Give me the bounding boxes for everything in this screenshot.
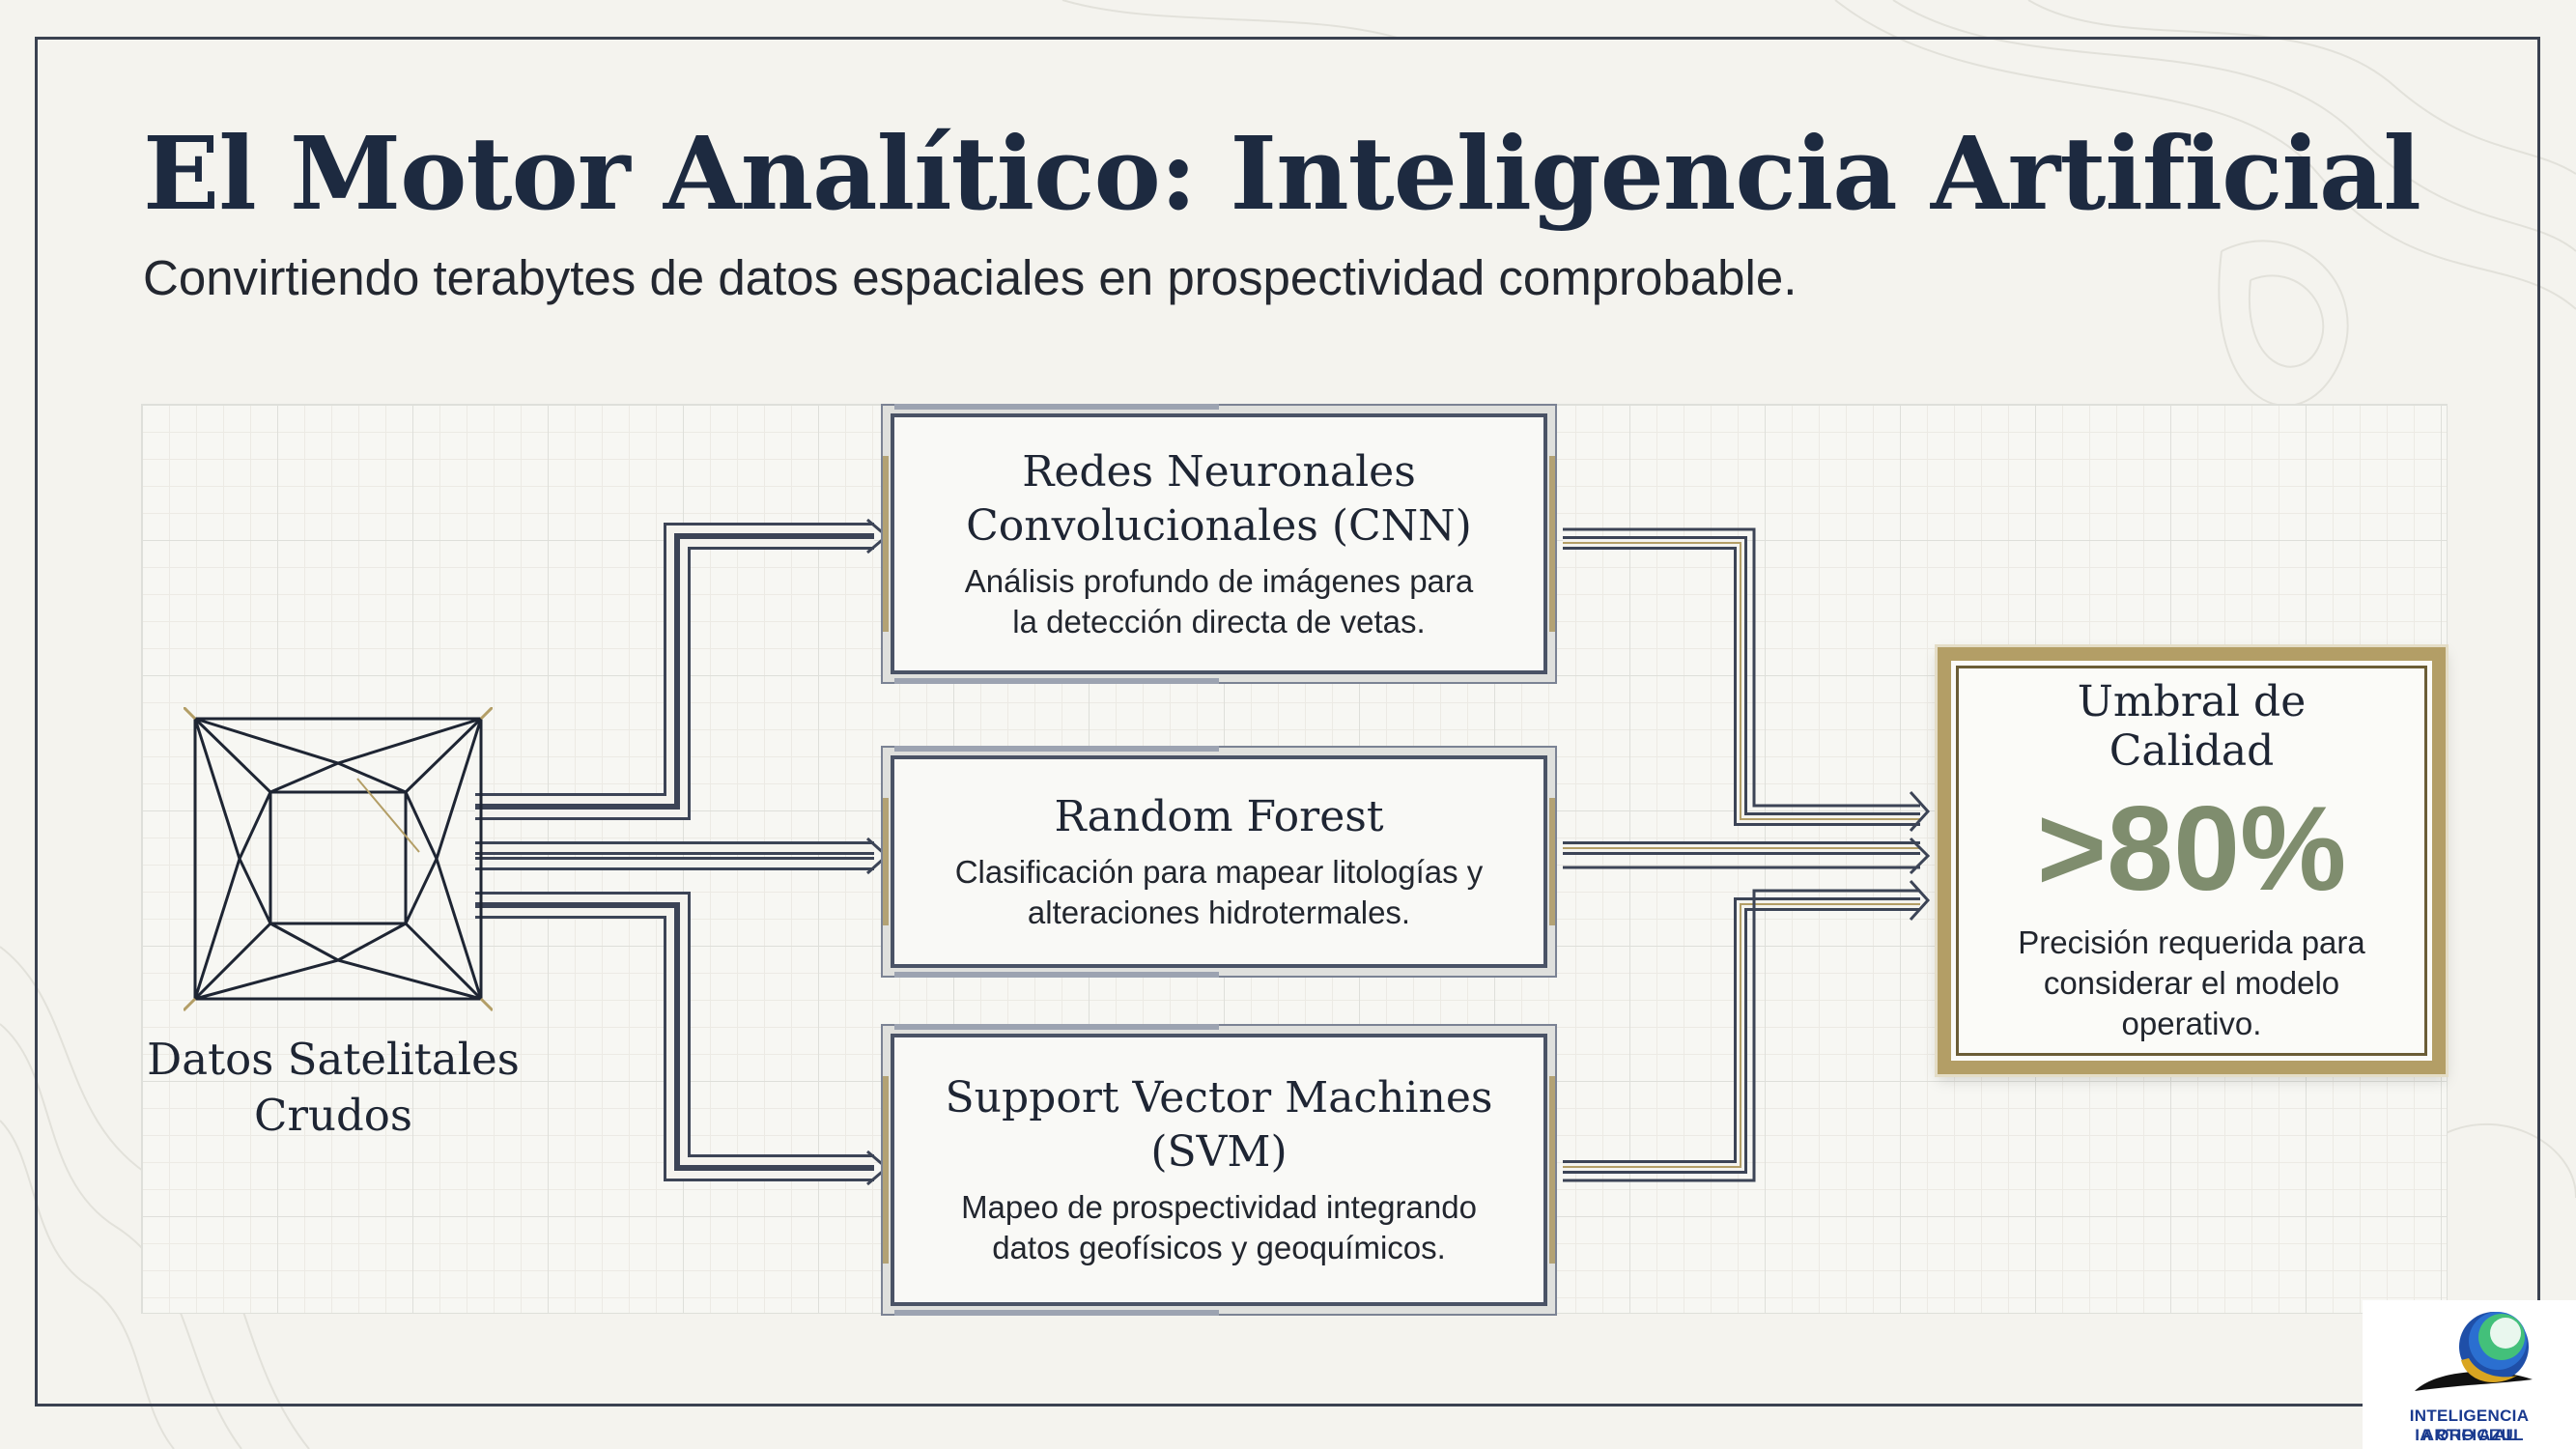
model-box-svm: Support Vector Machines (SVM) Mapeo de p…: [881, 1024, 1557, 1316]
model-desc-line2: la detección directa de vetas.: [1012, 604, 1426, 639]
model-title-line1: Redes Neuronales: [1022, 447, 1416, 497]
brand-logo: INTELIGENCIA ARTIFICIAL IA ORO AZUL: [2363, 1300, 2576, 1449]
model-description: Análisis profundo de imágenes para la de…: [965, 561, 1474, 642]
model-title-line1: Support Vector Machines: [945, 1073, 1493, 1122]
quality-threshold-box: Umbral de Calidad >80% Precisión requeri…: [1938, 647, 2446, 1074]
page-title: El Motor Analítico: Inteligencia Artific…: [143, 114, 2421, 233]
wire-source-to-rf: [475, 837, 890, 875]
quality-description: Precisión requerida para considerar el m…: [2018, 923, 2365, 1044]
wire-svm-to-quality: [1563, 879, 1931, 1182]
model-title-line2: (SVM): [1150, 1127, 1288, 1177]
logo-text-line1: INTELIGENCIA ARTIFICIAL: [2409, 1406, 2530, 1444]
model-box-random-forest: Random Forest Clasificación para mapear …: [881, 746, 1557, 978]
source-label: Datos Satelitales Crudos: [140, 1032, 526, 1144]
model-desc-line1: Mapeo de prospectividad integrando: [961, 1189, 1477, 1225]
model-box-cnn: Redes Neuronales Convolucionales (CNN) A…: [881, 404, 1557, 684]
wire-source-to-cnn: [475, 518, 890, 820]
wire-source-to-svm: [475, 892, 890, 1186]
wire-rf-to-quality: [1563, 837, 1931, 875]
quality-title: Umbral de Calidad: [2077, 677, 2307, 776]
model-desc-line1: Análisis profundo de imágenes para: [964, 563, 1474, 599]
source-label-line2: Crudos: [254, 1090, 412, 1141]
model-title-line2: Convolucionales (CNN): [966, 501, 1472, 551]
logo-text-line2: IA ORO AZUL: [2415, 1426, 2524, 1444]
model-title: Support Vector Machines (SVM): [946, 1071, 1493, 1179]
quality-desc-line2: considerar el modelo: [2043, 965, 2340, 1001]
quality-desc-line3: operativo.: [2121, 1006, 2262, 1041]
model-title-line1: Random Forest: [1054, 792, 1384, 841]
box-accent: [894, 1024, 1219, 1030]
box-accent: [894, 1310, 1219, 1316]
model-title: Redes Neuronales Convolucionales (CNN): [966, 445, 1472, 554]
box-accent: [894, 972, 1219, 978]
model-title: Random Forest: [1054, 790, 1383, 844]
model-desc-line2: datos geofísicos y geoquímicos.: [992, 1230, 1446, 1265]
box-accent: [894, 746, 1219, 752]
model-description: Clasificación para mapear litologías y a…: [955, 852, 1484, 933]
satellite-data-icon: [184, 707, 493, 1012]
quality-desc-line1: Precisión requerida para: [2018, 924, 2365, 960]
quality-value: >80%: [2036, 782, 2347, 916]
page-subtitle: Convirtiendo terabytes de datos espacial…: [143, 250, 1798, 305]
wire-cnn-to-quality: [1563, 527, 1931, 833]
model-description: Mapeo de prospectividad integrando datos…: [961, 1187, 1477, 1268]
source-label-line1: Datos Satelitales: [147, 1034, 520, 1085]
model-desc-line2: alteraciones hidrotermales.: [1027, 895, 1411, 930]
box-accent: [894, 678, 1219, 684]
ia-oro-azul-logo: [2415, 1312, 2533, 1391]
box-accent: [894, 404, 1219, 410]
model-desc-line1: Clasificación para mapear litologías y: [954, 854, 1484, 890]
slide-frame: [35, 37, 2540, 1406]
